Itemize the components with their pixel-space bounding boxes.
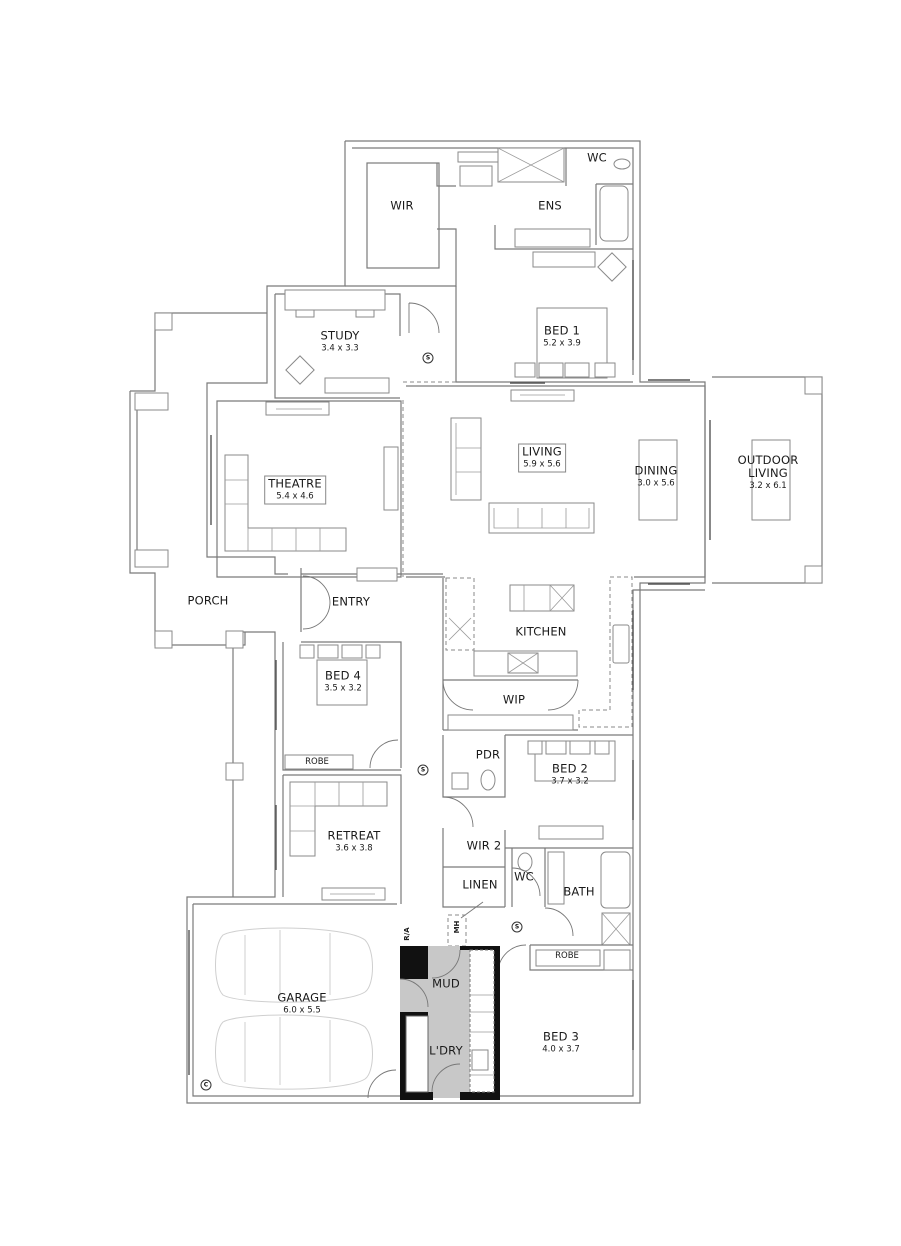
room-name: BED 2 xyxy=(552,761,588,776)
room-name: RETREAT xyxy=(327,828,381,843)
room-name: LIVING xyxy=(522,444,562,459)
room-label-pdr: PDR xyxy=(476,748,500,761)
room-name: LINEN xyxy=(462,877,498,892)
room-dimensions: 3.5 x 3.2 xyxy=(324,683,362,694)
entry-bed4 xyxy=(275,567,443,771)
room-label-wc2: WC xyxy=(514,870,534,883)
room-label-bath: BATH xyxy=(563,885,594,898)
room-name: L'DRY xyxy=(429,1043,463,1058)
room-dimensions: 5.4 x 4.6 xyxy=(276,491,314,502)
room-label-wir: WIR xyxy=(390,199,413,212)
smoke-detector-icon: S xyxy=(417,764,429,776)
room-dimensions: 5.9 x 5.6 xyxy=(523,459,561,470)
exterior-walls xyxy=(129,140,823,1104)
room-label-wip: WIP xyxy=(503,693,525,706)
room-dimensions: 3.7 x 3.2 xyxy=(551,776,589,787)
garage xyxy=(188,260,634,1099)
room-dimensions: 3.4 x 3.3 xyxy=(321,343,359,354)
room-label-entry: ENTRY xyxy=(332,595,370,608)
laundry-mud xyxy=(399,946,500,1100)
room-name: OUTDOOR LIVING xyxy=(737,452,799,481)
theatre-room xyxy=(210,400,404,578)
master-suite xyxy=(345,147,633,383)
room-name: WC xyxy=(514,869,534,884)
room-name: DINING xyxy=(634,463,678,478)
room-dimensions: 3.2 x 6.1 xyxy=(749,481,787,492)
room-dimensions: 3.0 x 5.6 xyxy=(637,478,675,489)
room-name: WIR xyxy=(390,198,414,213)
label-robe3: ROBE xyxy=(555,951,579,962)
room-name: THEATRE xyxy=(268,476,322,491)
room-name: KITCHEN xyxy=(515,624,567,639)
room-name: WIR 2 xyxy=(466,838,502,853)
room-name: BATH xyxy=(563,884,595,899)
room-label-porch: PORCH xyxy=(187,594,228,607)
kitchen-area xyxy=(442,576,633,731)
wet-areas xyxy=(442,734,633,974)
room-name: STUDY xyxy=(320,328,360,343)
room-name: ENS xyxy=(538,198,562,213)
room-label-mud: MUD xyxy=(432,977,460,990)
room-label-ens: ENS xyxy=(538,199,562,212)
symbol-icon: C xyxy=(200,1079,212,1091)
room-name: BED 1 xyxy=(544,323,580,338)
room-label-wc1: WC xyxy=(587,151,607,164)
study-room xyxy=(274,289,456,399)
room-name: ENTRY xyxy=(331,594,371,609)
smoke-detector-icon: S xyxy=(511,921,523,933)
smoke-detector-icon: S xyxy=(422,352,434,364)
label-mh: MH xyxy=(453,920,461,934)
room-name: PORCH xyxy=(187,593,229,608)
room-name: BED 3 xyxy=(543,1029,579,1044)
label-robe4: ROBE xyxy=(305,757,329,768)
room-label-wir2: WIR 2 xyxy=(467,839,502,852)
room-label-ldry: L'DRY xyxy=(429,1044,463,1057)
room-name: PDR xyxy=(475,747,501,762)
living-dining xyxy=(406,379,791,585)
room-dimensions: 5.2 x 3.9 xyxy=(543,338,581,349)
retreat-room xyxy=(275,774,402,904)
room-name: MUD xyxy=(432,976,460,991)
room-dimensions: 4.0 x 3.7 xyxy=(542,1044,580,1055)
room-name: WC xyxy=(587,150,607,165)
room-label-kitchen: KITCHEN xyxy=(515,625,566,638)
room-dimensions: 3.6 x 3.8 xyxy=(335,843,373,854)
room-dimensions: 6.0 x 5.5 xyxy=(283,1005,321,1016)
label-ra: R/A xyxy=(403,927,411,941)
room-name: BED 4 xyxy=(325,668,361,683)
room-name: WIP xyxy=(502,692,526,707)
room-name: GARAGE xyxy=(277,990,327,1005)
room-label-linen: LINEN xyxy=(462,878,497,891)
